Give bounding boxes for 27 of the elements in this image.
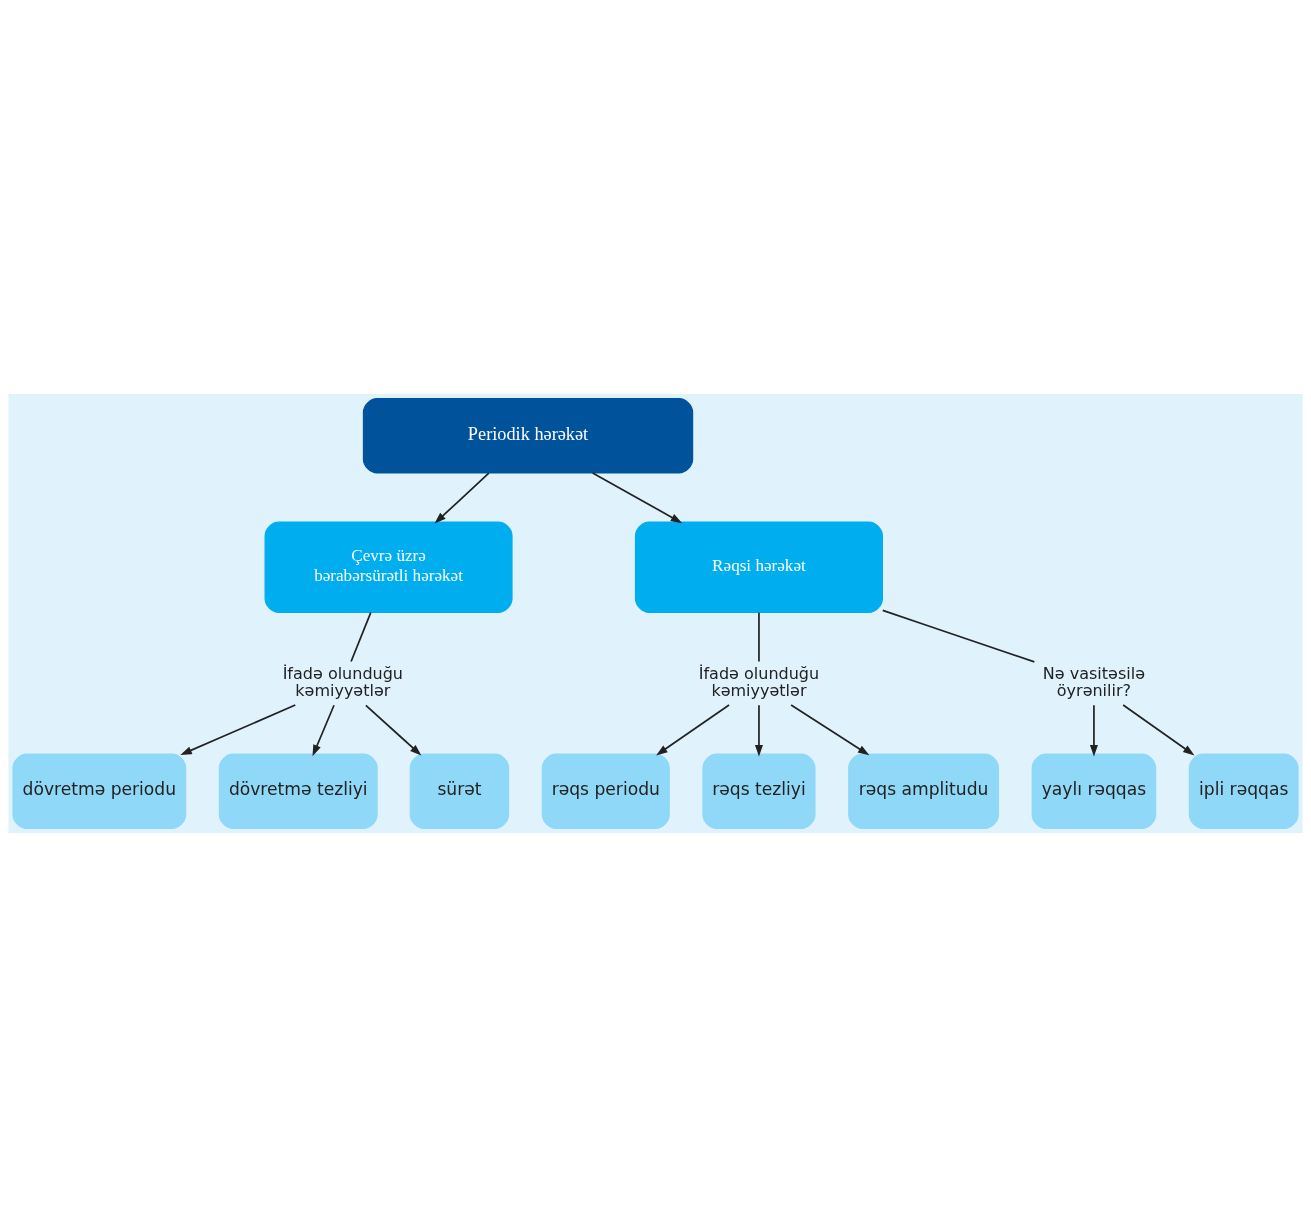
arrow [790, 703, 870, 755]
node-box: yaylı rəqqas [1031, 753, 1157, 829]
node-box: rəqs periodu [541, 753, 670, 829]
arrow [365, 703, 422, 756]
arrow [1122, 703, 1195, 755]
node-box: rəqs tezliyi [702, 753, 816, 829]
arrow [754, 703, 763, 756]
node-text: İfadə olunduğu kəmiyyətlər [282, 663, 404, 700]
arrow [656, 703, 730, 755]
arrow [591, 471, 683, 523]
arrow [1089, 703, 1098, 756]
node-box: rəqs amplitudu [848, 753, 1000, 829]
node-text: İfadə olunduğu kəmiyyətlər [698, 663, 820, 700]
connector [758, 611, 760, 662]
connector [881, 609, 1036, 663]
node-box: Rəqsi hərəkət [634, 520, 883, 613]
node-box: dövretmə periodu [12, 753, 187, 829]
node-box: Çevrə üzrə bərabərsürətli hərəkət [264, 520, 513, 613]
node-text: Nə vasitəsilə öyrənilir? [1042, 663, 1145, 700]
node-box: Periodik hərəkət [362, 397, 694, 473]
node-box: dövretmə tezliyi [218, 753, 378, 829]
arrow [180, 703, 297, 755]
node-box: ipli rəqqas [1188, 753, 1299, 829]
arrow [312, 703, 335, 756]
arrow [434, 471, 490, 523]
node-box: sürət [409, 753, 510, 829]
connector [350, 611, 372, 662]
